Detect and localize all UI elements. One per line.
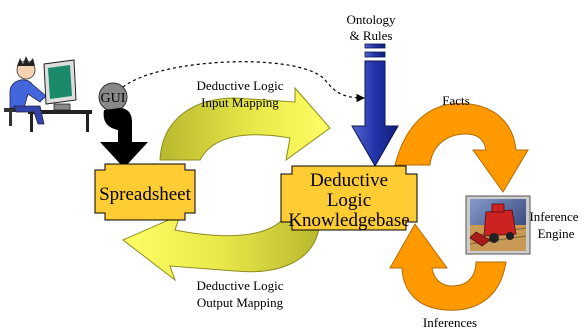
input-mapping-arrow — [159, 86, 331, 162]
user-at-computer-icon — [4, 56, 92, 132]
output-mapping-label-line1: Deductive Logic — [197, 278, 284, 293]
gui-node: GUI — [98, 82, 128, 112]
inferences-arrow — [389, 223, 507, 311]
inferences-label: Inferences — [423, 315, 477, 330]
engine-label-line2: Engine — [538, 226, 575, 241]
kb-label-line3: Knowledgebase — [288, 210, 409, 231]
ontology-label-line2: & Rules — [350, 28, 393, 43]
output-mapping-label-line2: Output Mapping — [197, 295, 284, 310]
gui-label: GUI — [101, 91, 126, 106]
input-mapping-label-line2: Input Mapping — [201, 95, 279, 110]
facts-label: Facts — [442, 93, 469, 108]
combine-harvester-icon — [465, 195, 531, 255]
ontology-arrow — [351, 43, 399, 168]
gui-to-spreadsheet-arrow — [100, 108, 148, 168]
input-mapping-label-line1: Deductive Logic — [197, 78, 284, 93]
kb-label-line2: Logic — [327, 190, 371, 211]
spreadsheet-label: Spreadsheet — [99, 184, 192, 205]
kb-label-line1: Deductive — [310, 170, 388, 191]
ontology-label-line1: Ontology — [346, 12, 396, 27]
spreadsheet-box: Spreadsheet — [94, 163, 196, 221]
facts-arrow — [394, 102, 529, 193]
engine-label-line1: Inference — [529, 209, 578, 224]
knowledgebase-box: Deductive Logic Knowledgebase — [280, 165, 418, 231]
output-mapping-arrow — [122, 214, 321, 282]
